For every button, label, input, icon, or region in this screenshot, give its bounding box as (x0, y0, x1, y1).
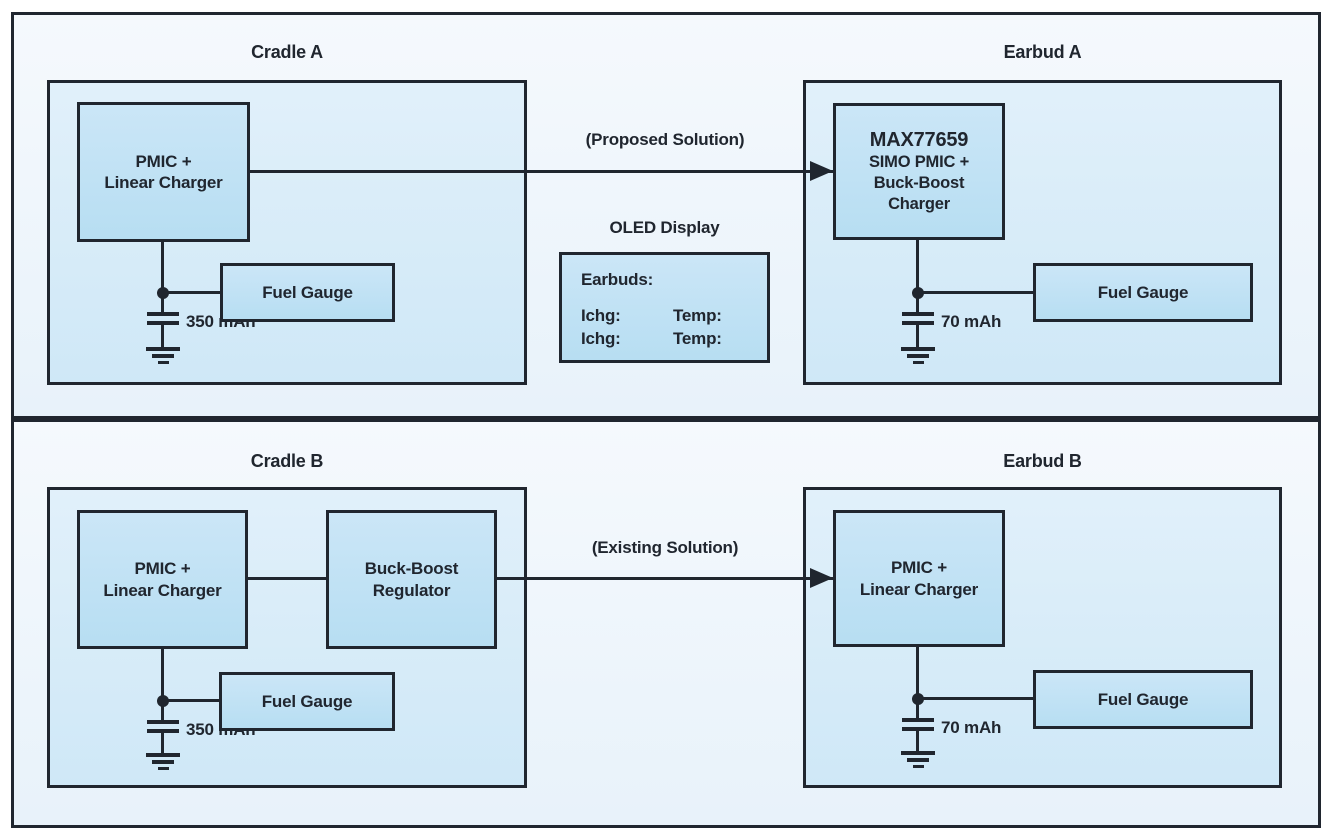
earbud-a-fuel-gauge-label: Fuel Gauge (1097, 282, 1189, 302)
arrowhead-icon (810, 161, 833, 181)
wire-pmic-to-buckboost (248, 577, 326, 580)
earbud-b-pmic-block: PMIC + Linear Charger (833, 510, 1005, 647)
cradle-b-title: Cradle B (250, 451, 324, 471)
cradle-a-title: Cradle A (251, 42, 323, 62)
battery-icon (902, 312, 934, 325)
junction-dot (157, 695, 169, 707)
cradle-a-fuel-gauge-label: Fuel Gauge (262, 282, 353, 302)
earbud-b-fuel-gauge-label: Fuel Gauge (1097, 689, 1189, 709)
cradle-b-pmic-label: PMIC + Linear Charger (103, 559, 222, 600)
proposed-solution-label: (Proposed Solution) (585, 130, 745, 149)
ground-icon (901, 751, 935, 768)
oled-row1-temp: Temp: (673, 306, 722, 325)
earbud-a-simo-pmic-block: MAX77659 SIMO PMIC + Buck-Boost Charger (833, 103, 1005, 240)
wire-proposed-arrow (250, 170, 833, 173)
junction-dot (912, 287, 924, 299)
oled-display-title: OLED Display (609, 218, 720, 237)
wire-cradle-b-vertical (161, 649, 164, 721)
earbud-a-chip-subtitle: SIMO PMIC + Buck-Boost Charger (868, 153, 970, 213)
earbud-a-title: Earbud A (1003, 42, 1082, 62)
cradle-b-buckboost-label: Buck-Boost Regulator (364, 559, 459, 600)
earbud-a-fuel-gauge-block: Fuel Gauge (1033, 263, 1253, 322)
wire-cradle-b-to-fuel-gauge (163, 699, 219, 702)
cradle-a-pmic-block: PMIC + Linear Charger (77, 102, 250, 242)
cradle-a-pmic-label: PMIC + Linear Charger (104, 151, 223, 192)
ground-icon (146, 753, 180, 770)
existing-solution-label: (Existing Solution) (591, 538, 739, 557)
oled-row2-temp: Temp: (673, 329, 722, 348)
oled-row2-ichg: Ichg: (581, 329, 621, 348)
earbud-b-fuel-gauge-block: Fuel Gauge (1033, 670, 1253, 729)
wire-cradle-a-vertical (161, 242, 164, 313)
wire-existing-arrow (497, 577, 833, 580)
cradle-b-pmic-block: PMIC + Linear Charger (77, 510, 248, 649)
cradle-b-fuel-gauge-block: Fuel Gauge (219, 672, 395, 731)
junction-dot (157, 287, 169, 299)
junction-dot (912, 693, 924, 705)
earbud-a-chip-name: MAX77659 (869, 129, 969, 151)
oled-display-box (559, 252, 770, 363)
oled-heading: Earbuds: (581, 270, 654, 289)
earbud-b-title: Earbud B (1003, 451, 1082, 471)
wire-earbud-b-vertical (916, 647, 919, 719)
cradle-a-fuel-gauge-block: Fuel Gauge (220, 263, 395, 322)
cradle-b-buckboost-block: Buck-Boost Regulator (326, 510, 497, 649)
battery-icon (147, 720, 179, 733)
wire-earbud-a-vertical (916, 240, 919, 313)
battery-icon (902, 718, 934, 731)
wire-earbud-a-battery-to-ground (916, 325, 919, 347)
oled-row1-ichg: Ichg: (581, 306, 621, 325)
cradle-b-fuel-gauge-label: Fuel Gauge (261, 691, 353, 711)
wire-cradle-a-to-fuel-gauge (163, 291, 220, 294)
battery-icon (147, 312, 179, 325)
wire-cradle-a-battery-to-ground (161, 325, 164, 347)
ground-icon (146, 347, 180, 364)
wire-earbud-b-to-fuel-gauge (918, 697, 1033, 700)
wire-cradle-b-battery-to-ground (161, 733, 164, 753)
wire-earbud-a-to-fuel-gauge (918, 291, 1033, 294)
earbud-b-battery-label: 70 mAh (941, 718, 1002, 737)
ground-icon (901, 347, 935, 364)
arrowhead-icon (810, 568, 833, 588)
wire-earbud-b-battery-to-ground (916, 731, 919, 751)
earbud-a-battery-label: 70 mAh (941, 312, 1002, 331)
earbud-b-pmic-label: PMIC + Linear Charger (859, 558, 979, 599)
